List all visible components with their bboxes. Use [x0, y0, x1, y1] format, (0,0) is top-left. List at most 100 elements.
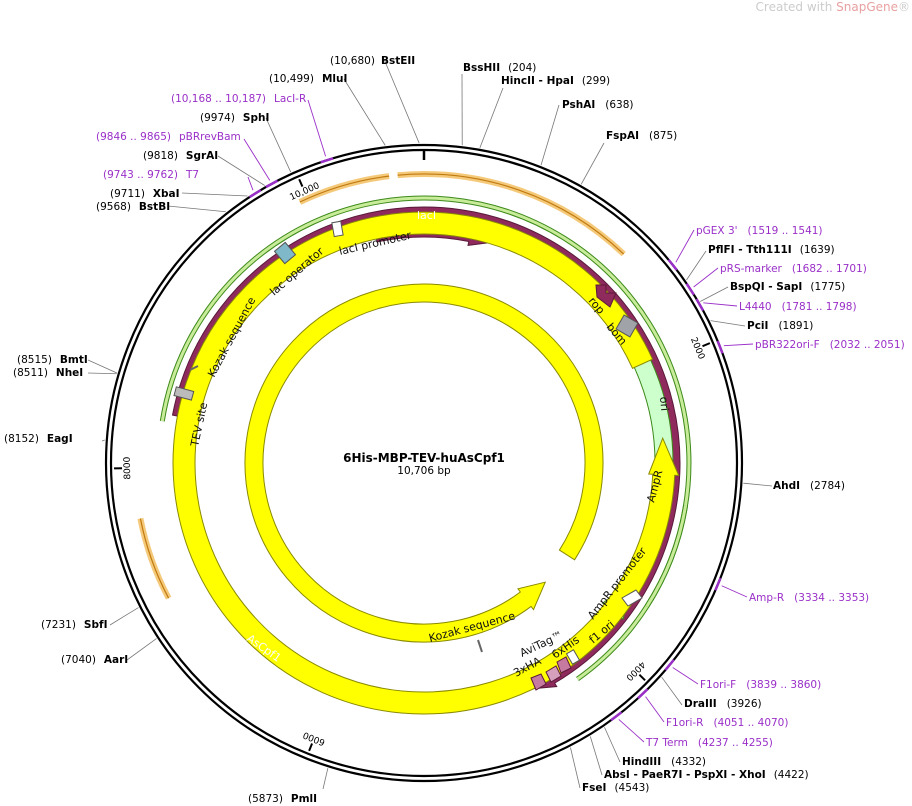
- feature-avitag: [545, 665, 562, 683]
- site-xbai[interactable]: (9711)XbaI: [110, 188, 180, 200]
- primer-leader-8: [672, 667, 699, 685]
- primer-l4440[interactable]: L4440(1781 .. 1798): [739, 301, 857, 313]
- primer-mark-2: [248, 189, 262, 199]
- site-leader-0: [383, 58, 420, 144]
- primer-t7-term[interactable]: T7 Term(4237 .. 4255): [645, 737, 773, 749]
- feature-label-ori: ori: [657, 396, 671, 411]
- primer-t7[interactable]: (9743 .. 9762)T7: [103, 169, 199, 181]
- feature-laci-promoter: [331, 220, 344, 238]
- primer-f1ori-f[interactable]: F1ori-F(3839 .. 3860): [700, 679, 821, 691]
- feature-kozak-2: [477, 639, 483, 653]
- site-leader-4: [580, 142, 605, 185]
- orf-arc-left: [137, 517, 172, 600]
- primer-f1ori-r[interactable]: F1ori-R(4051 .. 4070): [666, 717, 788, 729]
- site-leader-9: [661, 676, 683, 706]
- site-eagi[interactable]: (8152)EagI: [4, 433, 73, 445]
- primer-leader-0: [307, 99, 327, 157]
- site-leader-20: [181, 192, 248, 197]
- primer-prs-marker[interactable]: pRS-marker(1682 .. 1701): [720, 263, 867, 275]
- orf-arc-left-line: [139, 518, 170, 599]
- primer-mark-4: [685, 283, 695, 296]
- feature-bom: [615, 314, 639, 338]
- primer-leader-10: [618, 719, 645, 743]
- feature-label-laci: lacI: [417, 209, 436, 222]
- feature-6xhis: [556, 656, 572, 674]
- primer-mark-6: [716, 340, 724, 354]
- site-leader-7: [710, 320, 746, 327]
- tick-0: [702, 342, 711, 348]
- feature-ampr-promoter: [621, 589, 643, 607]
- site-leader-19: [167, 205, 226, 213]
- primer-pgex-3[interactable]: pGEX 3'(1519 .. 1541): [696, 225, 823, 237]
- site-bsshii[interactable]: BssHII(204): [463, 62, 536, 74]
- primer-mark-9: [637, 688, 649, 700]
- site-leader-2: [479, 87, 504, 149]
- site-bstbi[interactable]: (9568)BstBI: [96, 201, 170, 213]
- tick-2: [308, 743, 313, 752]
- site-pflfi[interactable]: PflFI - Tth111I(1639): [708, 244, 835, 256]
- site-pmli[interactable]: (5873)PmlI: [248, 793, 317, 805]
- primer-leader-2: [247, 176, 254, 191]
- feature-ori: [172, 211, 680, 715]
- site-leader-22: [265, 117, 292, 173]
- tick-label-0: 2000: [688, 336, 706, 361]
- site-leader-6: [700, 286, 729, 302]
- orf-arc-top-2-line: [397, 173, 625, 255]
- site-leader-14: [126, 638, 157, 661]
- site-pcii[interactable]: PciI(1891): [747, 320, 813, 332]
- site-bsteii[interactable]: (10,680)BstEII: [330, 55, 415, 67]
- site-aari[interactable]: (7040)AarI: [61, 654, 128, 666]
- plasmid-size: 10,706 bp: [397, 465, 451, 477]
- site-leader-13: [322, 768, 329, 790]
- primer-leader-1: [243, 138, 271, 181]
- primer-mark-10: [610, 711, 623, 722]
- site-leader-18: [87, 359, 118, 374]
- primer-leader-3: [675, 229, 695, 263]
- site-leader-11: [589, 736, 603, 776]
- tick-label-3: 8000: [123, 456, 133, 479]
- site-leader-15: [109, 607, 139, 626]
- site-absi-xhoi[interactable]: AbsI - PaeR7I - PspXI - XhoI(4422): [604, 769, 809, 781]
- site-fspai[interactable]: FspAI(875): [606, 130, 677, 142]
- primer-leader-5: [703, 302, 738, 307]
- feature-lac-operator: [273, 241, 297, 265]
- orf-arc-ampr: [645, 505, 688, 608]
- site-leader-17: [87, 372, 117, 375]
- site-pshai[interactable]: PshAI(638): [562, 99, 634, 111]
- site-leader-12: [570, 747, 581, 789]
- primer-leader-7: [721, 585, 748, 598]
- site-leader-5: [686, 250, 707, 281]
- site-hindiii[interactable]: HindIII(4332): [622, 756, 706, 768]
- primer-pbr322ori-f[interactable]: pBR322ori-F(2032 .. 2051): [755, 339, 905, 351]
- site-leader-10: [604, 727, 621, 763]
- site-leader-16: [101, 439, 105, 442]
- site-fsei[interactable]: FseI(4543): [582, 782, 649, 794]
- site-bspqi-sapi[interactable]: BspQI - SapI(1775): [730, 281, 845, 293]
- site-nhei[interactable]: (8511)NheI: [13, 367, 83, 379]
- site-sgrai[interactable]: (9818)SgrAI: [143, 150, 218, 162]
- site-ahdi[interactable]: AhdI(2784): [773, 480, 845, 492]
- site-bmti[interactable]: (8515)BmtI: [17, 354, 88, 366]
- primer-mark-1: [265, 179, 279, 189]
- plasmid-name: 6His-MBP-TEV-huAsCpf1: [343, 451, 505, 465]
- snapgene-watermark: Created with SnapGene®: [755, 0, 910, 14]
- site-leader-3: [540, 104, 560, 166]
- site-sbfi[interactable]: (7231)SbfI: [41, 619, 107, 631]
- site-hincii-hpai[interactable]: HincII - HpaI(299): [501, 75, 610, 87]
- primer-pbrrevbam[interactable]: (9846 .. 9865)pBRrevBam: [96, 131, 241, 143]
- orf-arc-top-1-line: [299, 175, 390, 203]
- feature-tag-box: [565, 649, 581, 665]
- primer-laci-r[interactable]: (10,168 .. 10,187)LacI-R: [171, 93, 306, 105]
- feature-rop: [595, 284, 617, 308]
- site-mlui[interactable]: (10,499)MluI: [269, 73, 347, 85]
- site-sphi[interactable]: (9974)SphI: [200, 112, 269, 124]
- primer-amp-r[interactable]: Amp-R(3334 .. 3353): [749, 592, 869, 604]
- tick-1: [638, 673, 646, 682]
- site-draiii[interactable]: DraIII(3926): [684, 698, 762, 710]
- site-leader-8: [743, 482, 773, 487]
- primer-mark-0: [320, 157, 334, 164]
- primer-leader-4: [693, 267, 719, 288]
- tick-4: [298, 178, 304, 187]
- backbone-outer: [104, 143, 744, 783]
